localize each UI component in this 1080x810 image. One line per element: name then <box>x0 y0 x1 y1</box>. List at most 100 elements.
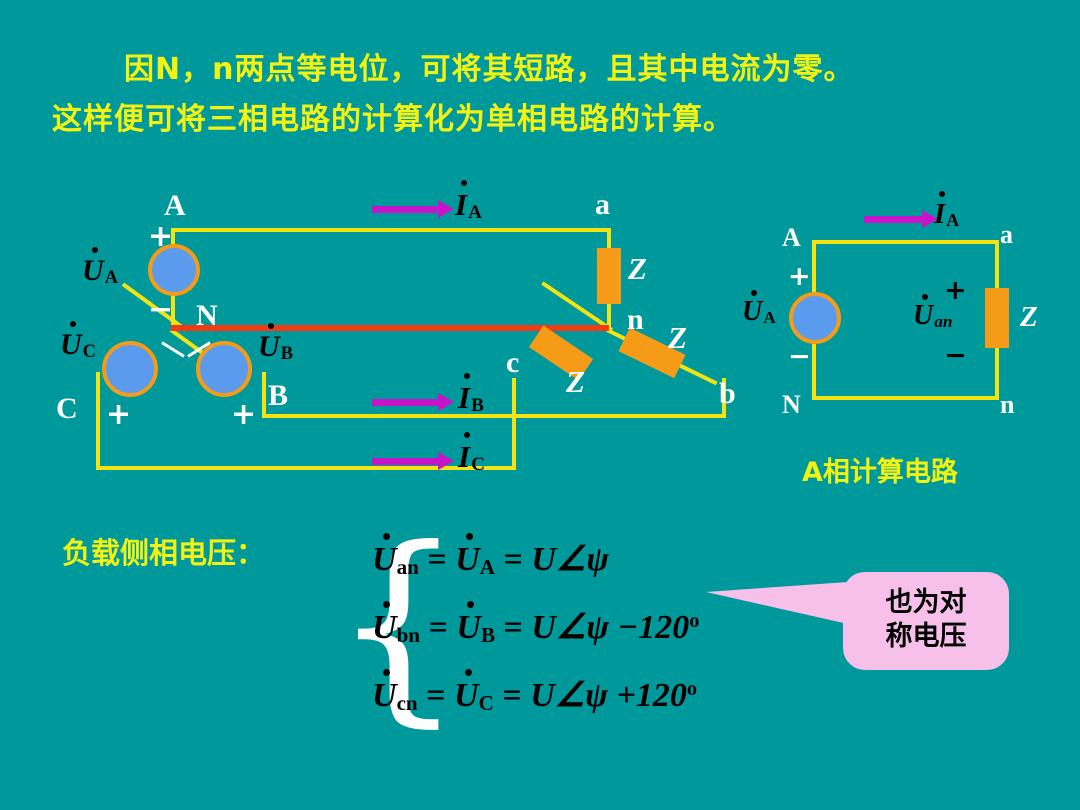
current-symbol-IA: I <box>455 179 468 222</box>
impedance-label-c: Z <box>566 364 585 399</box>
current-subscript-IB: B <box>471 394 484 416</box>
current-subscript-IC: C <box>471 453 485 475</box>
phase-circuit-current-arrow <box>864 210 938 228</box>
voltage-symbol-UB: U <box>258 323 280 363</box>
voltage-label-UC: UC <box>60 321 97 362</box>
wire-a-source-top-stub <box>171 228 175 256</box>
callout-tail <box>706 582 848 624</box>
callout-text: 也为对 称电压 <box>885 587 967 652</box>
eq2-mid-symbol: U <box>456 601 481 647</box>
wire-b-phase-riser <box>722 378 726 418</box>
callout-box: 也为对 称电压 <box>843 572 1009 670</box>
voltage-symbol-UC: U <box>60 321 82 361</box>
eq3-mid-symbol: U <box>454 669 479 715</box>
eq1-mid-symbol: U <box>455 532 480 578</box>
eq2-mid-sub: B <box>480 623 496 647</box>
phase-polarity-plus-source: + <box>788 261 811 292</box>
eq2-equals-1: = <box>428 609 457 647</box>
current-label-IA: IA <box>455 179 482 222</box>
phase-voltage-subscript-UA: A <box>763 307 776 327</box>
wire-b-phase-bottom <box>262 414 726 418</box>
phase-circuit-wire-right-upper <box>995 240 999 296</box>
title-line-1: 因N，n两点等电位，可将其短路，且其中电流为零。 <box>124 52 855 87</box>
polarity-plus-c: + <box>106 397 132 432</box>
source-phase-a <box>148 244 200 296</box>
eq3-mid-sub: C <box>478 691 494 715</box>
terminal-label-b: b <box>719 377 736 410</box>
eq2-equals-2: = <box>503 609 532 647</box>
phase-polarity-minus-load: − <box>944 340 967 371</box>
terminal-label-B: B <box>268 379 289 412</box>
voltage-label-UA: UA <box>82 247 119 288</box>
phase-circuit-impedance <box>985 288 1009 348</box>
eq2-lhs-sub: bn <box>396 623 421 647</box>
phase-voltage-subscript-Uan: an <box>934 312 953 332</box>
current-label-IB: IB <box>458 372 484 416</box>
polarity-minus-a: − <box>148 292 174 327</box>
phase-voltage-label-Uan: Uan <box>913 293 953 332</box>
phase-current-symbol-IA: I <box>934 191 946 230</box>
eq1-mid-sub: A <box>479 554 495 579</box>
wire-a-source-bottom-stub <box>171 286 175 328</box>
eq3-rhs: U∠ψ +120 <box>530 677 687 715</box>
phase-circuit-wire-right-lower <box>995 344 999 400</box>
phase-terminal-label-a: a <box>1000 220 1013 249</box>
eq2-degree: o <box>689 610 700 632</box>
impedance-phase-a <box>597 248 621 304</box>
eq1-lhs-symbol: U <box>372 532 397 578</box>
eq3-lhs-sub: cn <box>396 691 418 715</box>
wire-c-phase-riser <box>512 378 516 470</box>
phase-polarity-minus-source: − <box>788 341 811 372</box>
voltage-subscript-UC: C <box>82 340 97 362</box>
voltage-subscript-UB: B <box>280 342 294 364</box>
impedance-label-b: Z <box>668 320 687 355</box>
phase-voltage-symbol-UA: U <box>742 289 763 327</box>
eq1-rhs: U∠ψ <box>531 541 610 578</box>
eq1-equals-2: = <box>503 541 532 578</box>
title-line-2: 这样便可将三相电路的计算化为单相电路的计算。 <box>52 102 734 137</box>
polarity-plus-a: + <box>148 219 174 254</box>
terminal-label-a: a <box>595 188 610 221</box>
current-symbol-IC: I <box>458 431 471 474</box>
phase-circuit-wire-bottom <box>812 396 999 400</box>
phase-terminal-label-n: n <box>1000 390 1015 419</box>
source-phase-c <box>102 341 158 397</box>
polarity-plus-b: + <box>231 397 257 432</box>
phase-voltage-label-UA: UA <box>742 289 776 327</box>
phase-circuit-wire-left-upper <box>812 240 816 296</box>
phase-voltage-symbol-Uan: U <box>913 293 934 331</box>
eq3-equals-1: = <box>426 677 455 715</box>
wire-a-load-top-stub <box>607 228 611 252</box>
current-arrow-a <box>372 200 454 218</box>
terminal-label-C: C <box>56 392 78 425</box>
impedance-label-a: Z <box>628 251 647 286</box>
eq1-equals-1: = <box>427 541 456 578</box>
phase-current-label-IA: IA <box>934 191 960 230</box>
current-label-IC: IC <box>458 431 485 475</box>
current-arrow-b <box>372 393 454 411</box>
phase-circuit-wire-left-lower <box>812 344 816 400</box>
phase-circuit-source <box>789 292 841 344</box>
voltage-subscript-UA: A <box>104 266 119 288</box>
eq3-equals-2: = <box>502 677 531 715</box>
eq2-rhs: U∠ψ −120 <box>531 609 690 647</box>
equation-row-1: Uan = UA = U∠ψ <box>372 532 610 579</box>
eq3-lhs-symbol: U <box>372 669 397 715</box>
phase-impedance-label: Z <box>1020 301 1038 333</box>
wire-a-phase-top <box>171 228 611 232</box>
terminal-label-N: N <box>196 299 218 332</box>
phase-current-subscript-IA: A <box>946 209 960 230</box>
wire-a-load-bottom-stub <box>607 300 611 328</box>
voltage-label-UB: UB <box>258 323 294 364</box>
current-symbol-IB: I <box>458 372 471 415</box>
equation-row-3: Ucn = UC = U∠ψ +120o <box>372 669 697 715</box>
phase-terminal-label-A: A <box>782 223 801 252</box>
current-arrow-c <box>372 452 454 470</box>
wire-b-phase-left <box>262 372 266 418</box>
neutral-short-wire <box>171 325 609 331</box>
wire-c-phase-bottom <box>96 466 516 470</box>
equations-brace: { <box>332 504 465 746</box>
terminal-label-n: n <box>627 303 644 336</box>
source-phase-b <box>196 341 252 397</box>
